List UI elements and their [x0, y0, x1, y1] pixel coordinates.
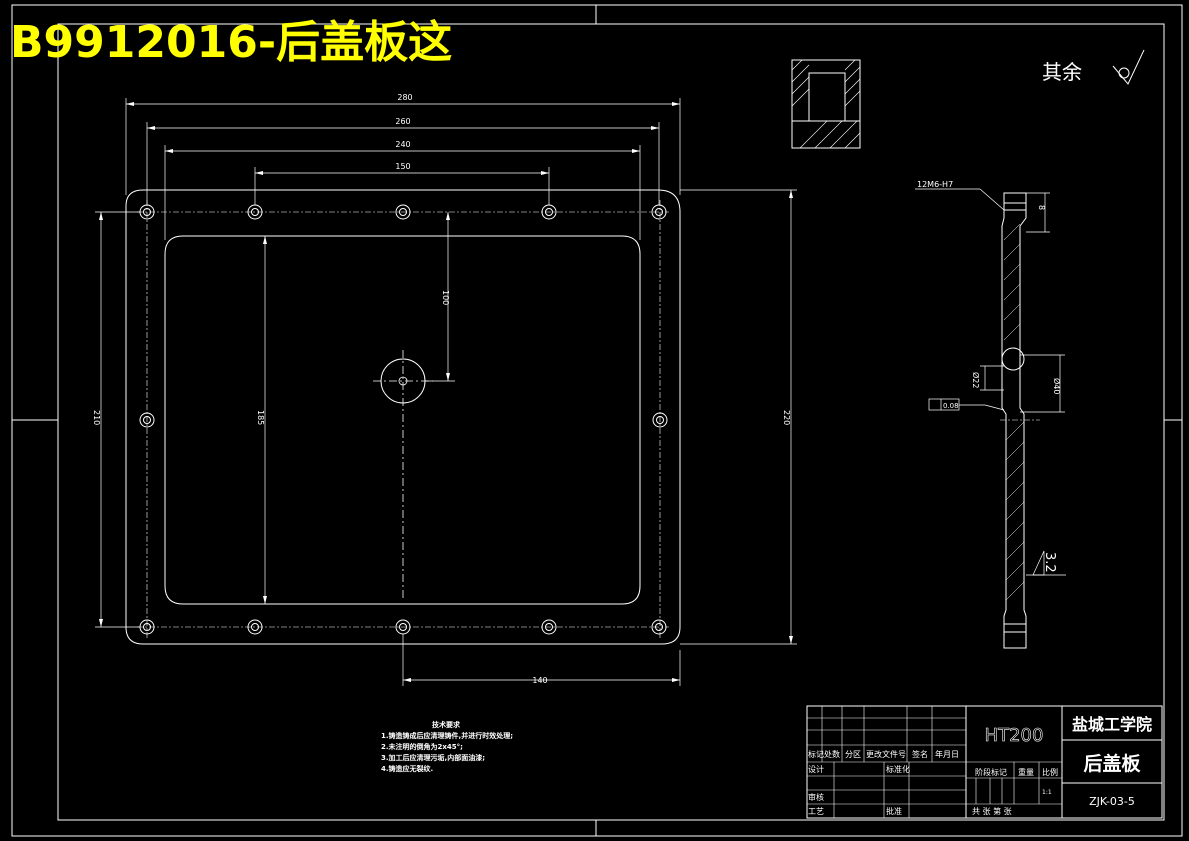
- side-view: [915, 188, 1066, 649]
- dim-tolerance: 12M6-H7: [917, 180, 953, 189]
- scale-value: 1:1: [1042, 789, 1052, 796]
- dim-8: 8: [1037, 205, 1046, 210]
- tech-line: 3.加工后应清理污垢,内部面油漆;: [381, 754, 485, 762]
- dim-100: 100: [441, 290, 450, 305]
- h-zone: 分区: [845, 750, 861, 759]
- roughness-label: 其余: [1042, 60, 1082, 84]
- review-label: 审核: [808, 792, 824, 802]
- h-count: 处数: [824, 749, 840, 759]
- dim-40: Ø40: [1052, 378, 1062, 394]
- dim-210: 210: [92, 410, 101, 425]
- dim-240: 240: [395, 140, 410, 149]
- part-name: 后盖板: [1083, 752, 1141, 775]
- inner-frame: [57, 23, 1165, 821]
- material: HT200: [985, 725, 1044, 746]
- sheet-count: 共 张 第 张: [972, 806, 1012, 816]
- h-doc: 更改文件号: [866, 749, 906, 759]
- center-bore: [380, 358, 426, 404]
- h-sign: 签名: [912, 749, 928, 759]
- tech-line: 1.铸造铸成后应清理铸件,并进行时效处理;: [381, 732, 513, 740]
- designer-label: 设计: [808, 764, 824, 774]
- standard-label: 标准化: [886, 764, 910, 774]
- title-block-texts: HT200 盐城工学院 后盖板 ZJK-03-5 标记 处数 分区 更改文件号 …: [808, 715, 1152, 816]
- tech-line: 2.未注明的倒角为2x45°;: [381, 743, 463, 751]
- drawing-title-banner: B9912016-后盖板这: [10, 17, 453, 68]
- plate-pocket: [164, 235, 641, 605]
- tech-line: 4.铸造应无裂纹.: [381, 765, 434, 773]
- plate-outline: [125, 189, 681, 645]
- weight-label: 重量: [1018, 767, 1034, 777]
- h-mark: 标记: [808, 749, 824, 759]
- dim-150: 150: [395, 162, 410, 171]
- front-view: [125, 189, 681, 645]
- stage-label: 阶段标记: [975, 767, 1007, 777]
- process-label: 工艺: [808, 807, 824, 816]
- dim-220: 220: [782, 410, 791, 425]
- roughness-value: 3.2: [1042, 552, 1057, 573]
- dim-140: 140: [532, 676, 547, 685]
- bolt-holes: [139, 204, 668, 635]
- technical-requirements: 技术要求 1.铸造铸成后应清理铸件,并进行时效处理; 2.未注明的倒角为2x45…: [381, 720, 513, 775]
- flatness-value: 0.08: [943, 402, 959, 410]
- title-block: [806, 705, 1163, 819]
- detail-view: [791, 59, 861, 149]
- approve-label: 批准: [886, 806, 902, 816]
- h-date: 年月日: [935, 749, 959, 759]
- dim-texts: 280 260 240 150 100 210 185 220 140 12M6…: [92, 93, 1062, 685]
- roughness-symbol: [1112, 49, 1145, 85]
- dim-260: 260: [395, 117, 410, 126]
- school-name: 盐城工学院: [1072, 715, 1152, 734]
- drawing-code: ZJK-03-5: [1089, 795, 1135, 808]
- dim-22: Ø22: [971, 372, 981, 388]
- dim-185: 185: [256, 410, 265, 425]
- tech-title: 技术要求: [432, 721, 460, 729]
- dimensions-main: [95, 98, 797, 686]
- dim-280: 280: [397, 93, 412, 102]
- scale-label: 比例: [1042, 767, 1058, 777]
